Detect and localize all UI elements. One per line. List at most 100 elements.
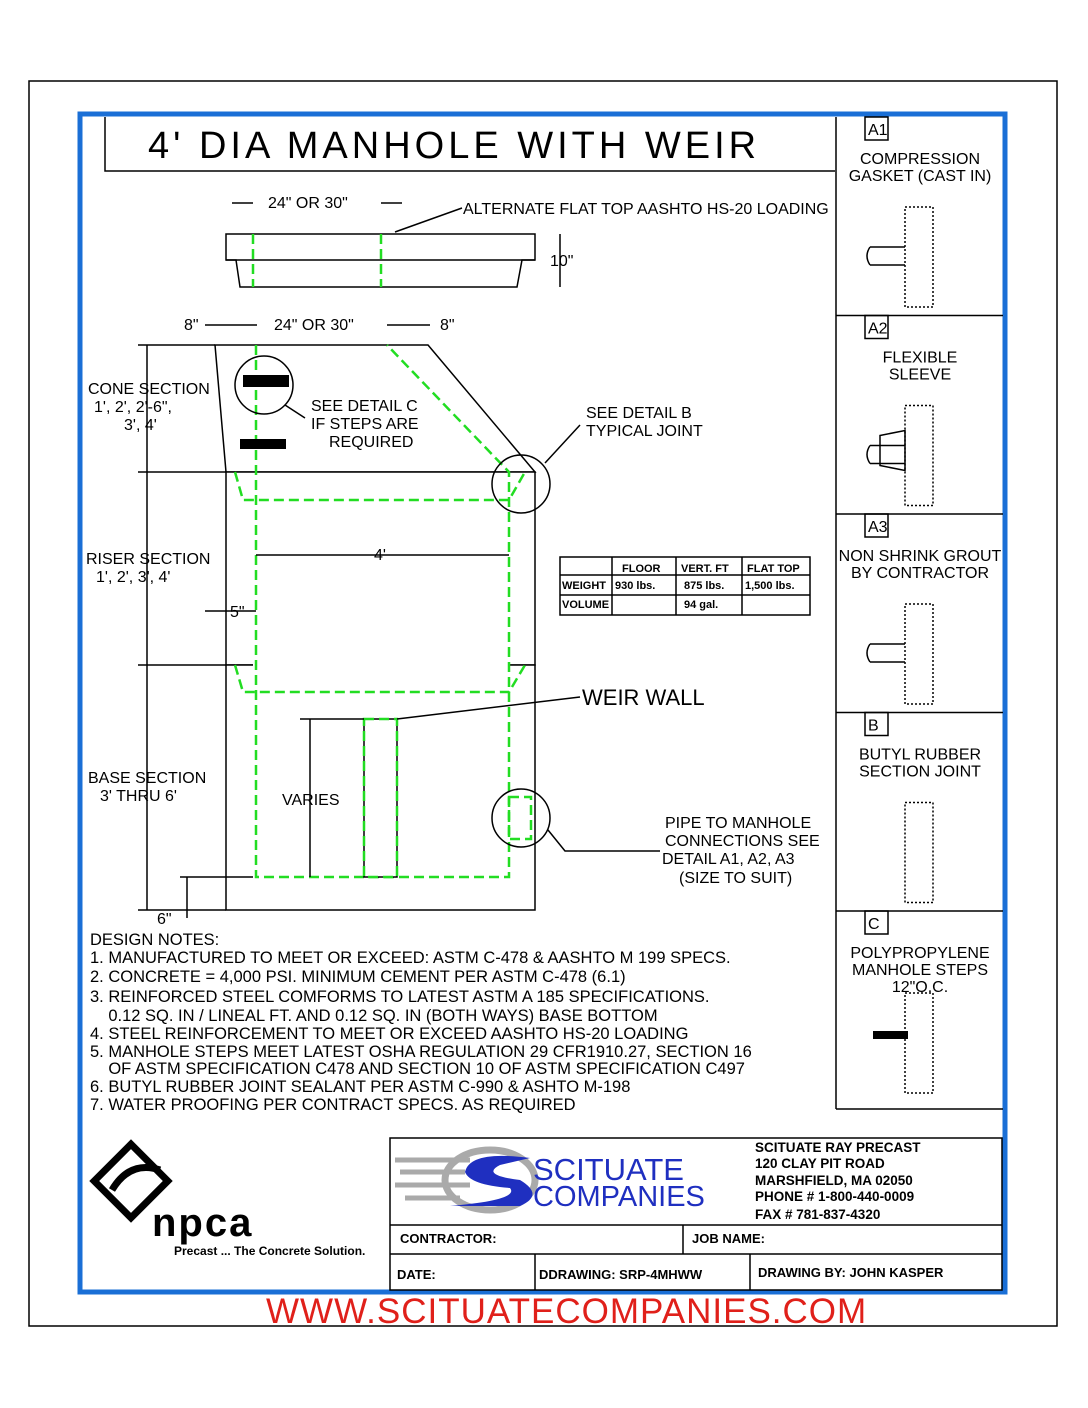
svg-text:6. BUTYL RUBBER JOINT SEALANT: 6. BUTYL RUBBER JOINT SEALANT PER ASTM C…	[90, 1078, 630, 1096]
detail-id: A2	[868, 321, 888, 338]
svg-text:VERT. FT: VERT. FT	[681, 563, 729, 575]
svg-text:PHONE # 1-800-440-0009: PHONE # 1-800-440-0009	[755, 1189, 914, 1204]
svg-text:RISER SECTION: RISER SECTION	[86, 551, 210, 568]
npca-logo: npca Precast ... The Concrete Solution.	[89, 1139, 365, 1258]
pipe-icon	[866, 246, 905, 266]
svg-text:SEE DETAIL B: SEE DETAIL B	[586, 405, 692, 422]
design-notes: DESIGN NOTES: 1. MANUFACTURED TO MEET OR…	[90, 931, 752, 1114]
date-field: DATE:	[397, 1267, 436, 1282]
svg-text:REQUIRED: REQUIRED	[329, 434, 413, 451]
detail-title: SLEEVE	[889, 367, 951, 384]
base-section-label: BASE SECTION 3' THRU 6'	[88, 770, 206, 805]
website-link[interactable]: WWW.SCITUATECOMPANIES.COM	[266, 1292, 867, 1331]
cone-opening-dim: 24" OR 30"	[274, 317, 354, 334]
manhole-step-icon	[873, 1031, 908, 1039]
svg-text:SCITUATE: SCITUATE	[533, 1152, 684, 1187]
manhole-step-icon	[240, 439, 286, 449]
svg-text:2. CONCRETE = 4,000 PSI. MINIM: 2. CONCRETE = 4,000 PSI. MINIMUM CEMENT …	[90, 968, 626, 986]
wall-section-icon	[904, 206, 934, 308]
company-address: SCITUATE RAY PRECAST 120 CLAY PIT ROAD M…	[755, 1140, 921, 1222]
svg-text:SEE DETAIL C: SEE DETAIL C	[311, 398, 418, 415]
diameter-dim: 4'	[374, 547, 386, 564]
svg-text:FAX # 781-837-4320: FAX # 781-837-4320	[755, 1207, 880, 1222]
detail-id: A1	[868, 122, 888, 139]
sheet-border	[28, 80, 1058, 1327]
title-block: SCITUATE COMPANIES SCITUATE RAY PRECAST …	[389, 1137, 1003, 1291]
svg-text:3' THRU 6': 3' THRU 6'	[100, 788, 177, 805]
pipe-icon	[866, 643, 905, 663]
svg-text:1', 2', 3', 4': 1', 2', 3', 4'	[96, 569, 170, 586]
detail-title: SECTION JOINT	[859, 764, 981, 781]
varies-label: VARIES	[282, 792, 340, 809]
wall-section-icon	[904, 801, 934, 904]
pipe-icon	[866, 444, 905, 465]
wall-section-icon	[904, 603, 934, 705]
svg-text:875 lbs.: 875 lbs.	[684, 580, 724, 592]
svg-text:IF STEPS ARE: IF STEPS ARE	[311, 416, 419, 433]
svg-text:BASE SECTION: BASE SECTION	[88, 770, 206, 787]
pipe-connection-callout: PIPE TO MANHOLE CONNECTIONS SEE DETAIL A…	[547, 815, 820, 887]
title-box	[104, 117, 835, 172]
svg-text:TYPICAL JOINT: TYPICAL JOINT	[586, 423, 703, 440]
detail-title: BY CONTRACTOR	[851, 565, 989, 582]
detail-b-callout: SEE DETAIL B TYPICAL JOINT	[544, 405, 703, 464]
cone-section-label: CONE SECTION 1', 2', 2'-6", 3', 4'	[88, 381, 210, 434]
svg-text:PIPE TO MANHOLE: PIPE TO MANHOLE	[665, 815, 811, 832]
svg-text:3. REINFORCED STEEL COMFORMS T: 3. REINFORCED STEEL COMFORMS TO LATEST A…	[90, 988, 710, 1006]
svg-text:VOLUME: VOLUME	[562, 599, 609, 611]
flat-top-slab: 24" OR 30" ALTERNATE FLAT TOP AASHTO HS-…	[225, 195, 829, 288]
slab-height-dim: 10"	[550, 253, 573, 270]
svg-text:COMPANIES: COMPANIES	[533, 1181, 705, 1213]
detail-title: NON SHRINK GROUT	[839, 548, 1002, 565]
base-thickness-dim: 6"	[157, 911, 172, 928]
svg-text:7. WATER PROOFING PER CONTRACT: 7. WATER PROOFING PER CONTRACT SPECS. AS…	[90, 1096, 576, 1114]
svg-text:5. MANHOLE STEPS MEET LATEST O: 5. MANHOLE STEPS MEET LATEST OSHA REGULA…	[90, 1043, 752, 1061]
svg-text:DESIGN NOTES:: DESIGN NOTES:	[90, 931, 219, 949]
svg-text:930 lbs.: 930 lbs.	[615, 580, 655, 592]
svg-text:OF ASTM SPECIFICATION C478 AND: OF ASTM SPECIFICATION C478 AND SECTION 1…	[90, 1060, 745, 1078]
svg-text:DETAIL A1, A2, A3: DETAIL A1, A2, A3	[662, 851, 795, 868]
svg-text:WEIGHT: WEIGHT	[562, 580, 606, 592]
svg-text:1', 2', 2'-6",: 1', 2', 2'-6",	[94, 399, 172, 416]
detail-title: POLYPROPYLENE	[850, 945, 989, 962]
drawing-number: DDRAWING: SRP-4MHWW	[539, 1267, 703, 1282]
svg-text:3', 4': 3', 4'	[124, 417, 157, 434]
detail-title: MANHOLE STEPS	[852, 962, 988, 979]
page-title: 4' DIA MANHOLE WITH WEIR	[148, 125, 760, 167]
svg-text:120 CLAY PIT ROAD: 120 CLAY PIT ROAD	[755, 1156, 885, 1171]
slab-label: ALTERNATE FLAT TOP AASHTO HS-20 LOADING	[463, 201, 829, 218]
detail-title: COMPRESSION	[860, 151, 980, 168]
svg-text:FLAT TOP: FLAT TOP	[747, 563, 800, 575]
cone-right-dim: 8"	[440, 317, 455, 334]
manhole-step-icon	[243, 375, 289, 387]
riser-section-label: RISER SECTION 1', 2', 3', 4'	[86, 551, 210, 586]
npca-tagline: Precast ... The Concrete Solution.	[174, 1244, 365, 1258]
svg-text:(SIZE TO SUIT): (SIZE TO SUIT)	[679, 870, 792, 887]
svg-text:1,500 lbs.: 1,500 lbs.	[745, 580, 795, 592]
svg-text:CONE SECTION: CONE SECTION	[88, 381, 210, 398]
detail-c-callout: SEE DETAIL C IF STEPS ARE REQUIRED	[284, 398, 419, 451]
contractor-field: CONTRACTOR:	[400, 1231, 497, 1246]
job-name-field: JOB NAME:	[692, 1231, 765, 1246]
detail-title: BUTYL RUBBER	[859, 747, 981, 764]
cone-left-dim: 8"	[184, 317, 199, 334]
svg-text:FLOOR: FLOOR	[622, 563, 661, 575]
detail-title: 12"O.C.	[892, 979, 948, 996]
drawn-by: DRAWING BY: JOHN KASPER	[758, 1265, 944, 1280]
wall-thickness-dim: 5"	[230, 604, 245, 621]
detail-id: C	[868, 916, 880, 933]
wall-section-icon	[904, 404, 934, 507]
svg-text:94 gal.: 94 gal.	[684, 599, 718, 611]
detail-id: A3	[868, 519, 888, 536]
svg-text:CONNECTIONS SEE: CONNECTIONS SEE	[665, 833, 820, 850]
blue-frame	[77, 111, 1008, 1295]
svg-text:MARSHFIELD, MA 02050: MARSHFIELD, MA 02050	[755, 1173, 913, 1188]
svg-text:SCITUATE RAY PRECAST: SCITUATE RAY PRECAST	[755, 1140, 921, 1155]
detail-title: FLEXIBLE	[883, 350, 958, 367]
